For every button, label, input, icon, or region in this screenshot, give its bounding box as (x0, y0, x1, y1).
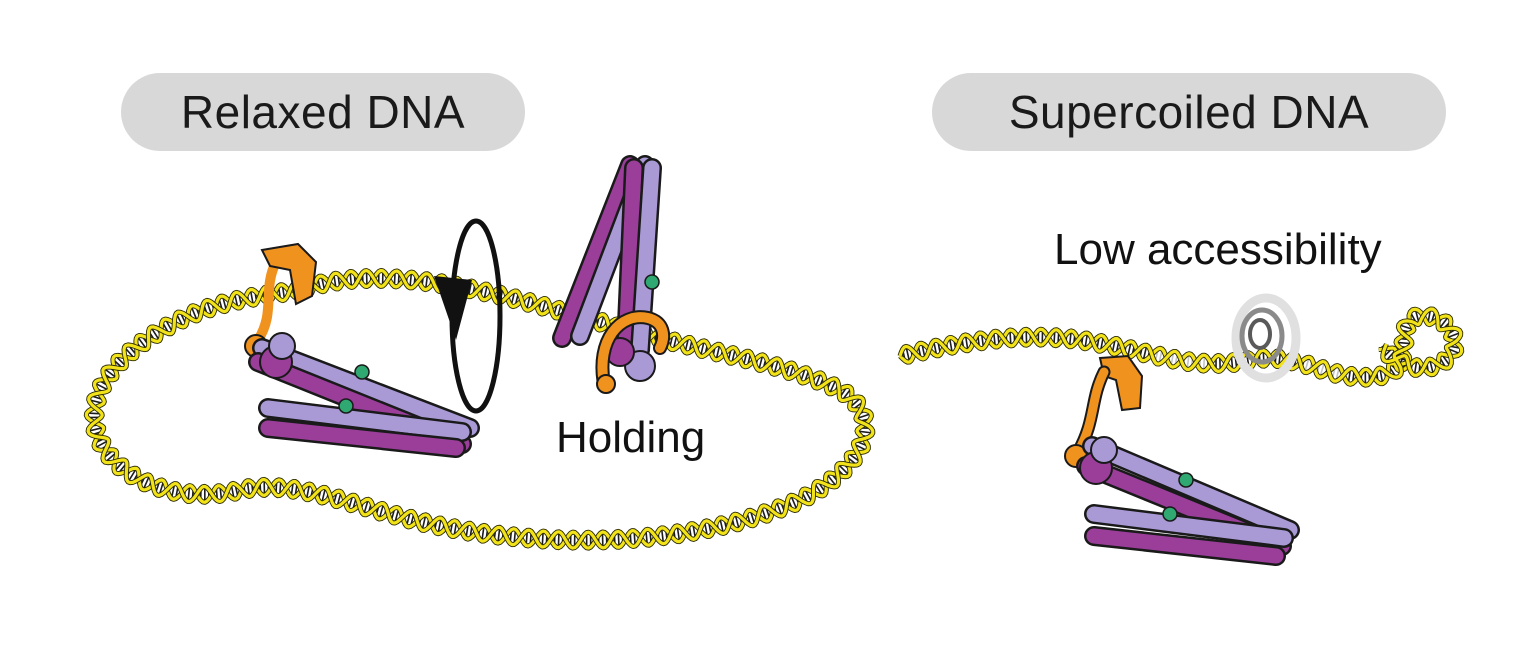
rotation-arrow-icon (434, 218, 503, 414)
relaxed-dna-title: Relaxed DNA (180, 86, 466, 138)
left-smc-complex (244, 242, 480, 458)
right-arm-lavender-1-fill (1084, 438, 1298, 538)
upright-arm-purple-1-fill (554, 157, 638, 346)
right-hinge-green-2 (1162, 506, 1178, 522)
supercoiled-dna-strand (897, 306, 1465, 388)
right-arm-lavender-2-fill (1086, 506, 1292, 546)
right-arm-purple-2-fill (1086, 528, 1284, 564)
supercoiled-dna-title: Supercoiled DNA (1008, 86, 1370, 138)
left-kleisin-head (260, 242, 318, 306)
left-hinge-green-1 (354, 364, 370, 380)
right-head-lavender (1090, 436, 1118, 464)
left-arm-lavender-1-fill (254, 340, 478, 436)
left-arm-purple-2-fill (260, 420, 464, 456)
left-head-lavender (268, 332, 296, 360)
left-arm-lavender-2-fill (260, 400, 470, 440)
upright-hinge-green (644, 274, 660, 290)
right-smc-complex (1064, 354, 1300, 566)
low-accessibility-label: Low accessibility (1054, 225, 1382, 274)
target-rings-icon (1231, 293, 1301, 383)
relaxed-dna-title-pill: Relaxed DNA (121, 73, 525, 151)
right-hinge-green-1 (1178, 472, 1194, 488)
upright-smc-complex (552, 155, 671, 394)
supercoiled-dna-title-pill: Supercoiled DNA (932, 73, 1446, 151)
upright-kleisin-knob (596, 374, 616, 394)
left-kleisin-orange (253, 257, 281, 345)
left-hinge-green-2 (338, 398, 354, 414)
holding-label: Holding (556, 413, 706, 462)
upright-kleisin-orange-fill (597, 312, 669, 389)
